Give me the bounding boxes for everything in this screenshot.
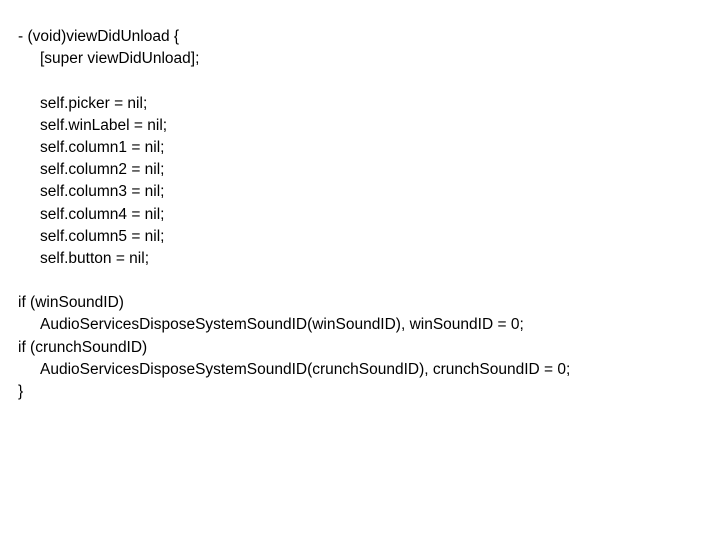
code-line-column3: self.column3 = nil; xyxy=(40,183,165,201)
code-line-closing-brace: } xyxy=(18,383,24,400)
code-line-dispose-crunch: AudioServicesDisposeSystemSoundID(crunch… xyxy=(40,360,571,378)
code-line-dispose-win: AudioServicesDisposeSystemSoundID(winSou… xyxy=(40,316,524,334)
code-line-blank xyxy=(18,270,570,292)
code-line-column5: self.column5 = nil; xyxy=(40,227,165,245)
code-line-picker: self.picker = nil; xyxy=(40,94,148,112)
code-line-method-signature: - (void)viewDidUnload { xyxy=(18,28,180,45)
code-line-column1: self.column1 = nil; xyxy=(40,138,165,156)
code-line-if-win: if (winSoundID) xyxy=(18,294,124,312)
code-line-if-crunch: if (crunchSoundID) xyxy=(18,338,148,356)
code-line-winlabel: self.winLabel = nil; xyxy=(40,116,168,134)
code-line-button: self.button = nil; xyxy=(40,249,149,267)
code-line-super-call: [super viewDidUnload]; xyxy=(40,50,200,68)
code-line-blank xyxy=(18,70,570,92)
code-block: - (void)viewDidUnload { [super viewDidUn… xyxy=(18,26,570,403)
code-line-column2: self.column2 = nil; xyxy=(40,161,165,179)
code-line-column4: self.column4 = nil; xyxy=(40,205,165,223)
